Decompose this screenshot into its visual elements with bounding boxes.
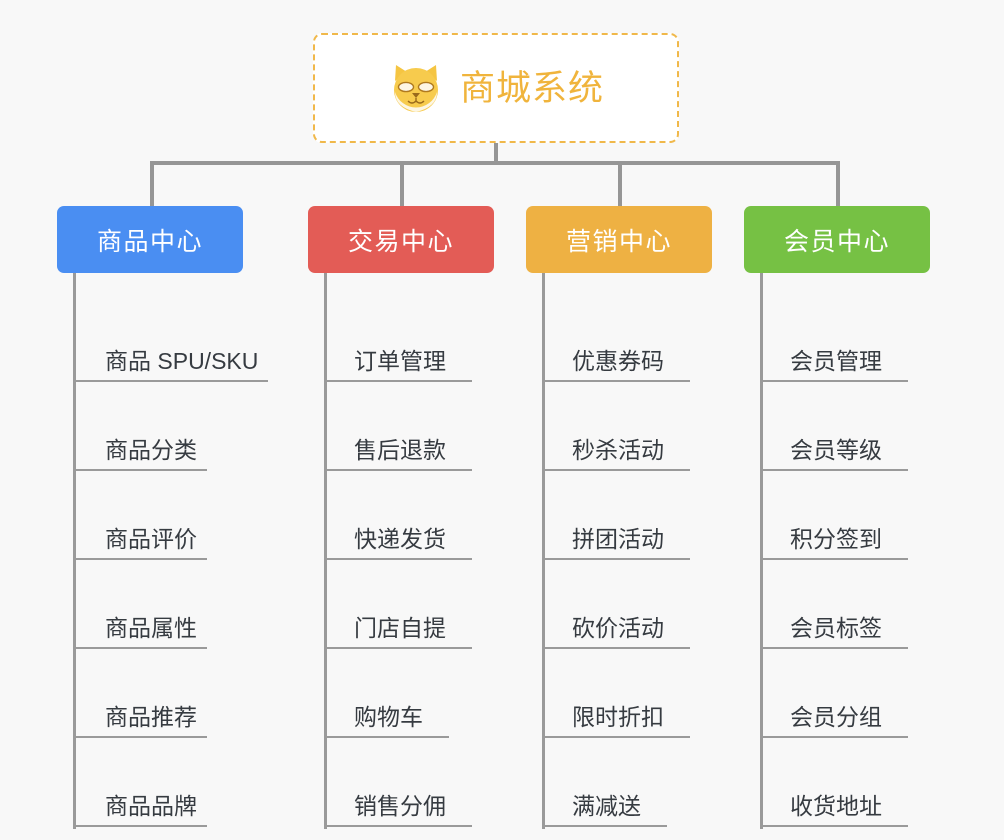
leaf-label: 商品推荐	[75, 704, 207, 738]
leaf-label: 会员标签	[762, 615, 908, 649]
list-item[interactable]: 快递发货	[326, 473, 526, 562]
list-item[interactable]: 商品分类	[75, 384, 307, 473]
leaf-label: 门店自提	[326, 615, 472, 649]
list-item[interactable]: 会员管理	[762, 295, 962, 384]
list-item[interactable]: 售后退款	[326, 384, 526, 473]
leaf-label: 快递发货	[326, 526, 472, 560]
leaf-label: 积分签到	[762, 526, 908, 560]
leaf-label: 优惠券码	[544, 348, 690, 382]
leaf-label: 商品 SPU/SKU	[75, 348, 269, 382]
category-label: 商品中心	[96, 227, 203, 256]
category-header-marketing-center[interactable]: 营销中心	[526, 206, 712, 273]
leaf-label: 商品品牌	[75, 793, 207, 827]
leaf-list-trade-center: 订单管理 售后退款 快递发货 门店自提 购物车 销售分佣	[308, 273, 526, 829]
leaf-label: 会员等级	[762, 437, 908, 471]
leaf-label: 拼团活动	[544, 526, 690, 560]
list-item[interactable]: 砍价活动	[544, 562, 744, 651]
connector-drop-marketing-center	[618, 161, 622, 206]
leaf-label: 秒杀活动	[544, 437, 690, 471]
branch-product-center: 商品中心 商品 SPU/SKU 商品分类 商品评价 商品属性 商品推荐 商品品牌	[57, 206, 307, 829]
leaf-label: 砍价活动	[544, 615, 690, 649]
list-item[interactable]: 销售分佣	[326, 740, 526, 829]
list-item[interactable]: 拼团活动	[544, 473, 744, 562]
leaf-label: 订单管理	[326, 348, 472, 382]
leaf-rail	[73, 273, 76, 829]
leaf-label: 会员管理	[762, 348, 908, 382]
list-item[interactable]: 商品评价	[75, 473, 307, 562]
leaf-label: 商品评价	[75, 526, 207, 560]
category-label: 交易中心	[347, 227, 454, 256]
list-item[interactable]: 收货地址	[762, 740, 962, 829]
leaf-label: 商品属性	[75, 615, 207, 649]
leaf-rail	[760, 273, 763, 829]
leaf-rail	[542, 273, 545, 829]
connector-drop-product-center	[150, 161, 154, 206]
list-item[interactable]: 商品推荐	[75, 651, 307, 740]
list-item[interactable]: 会员等级	[762, 384, 962, 473]
list-item[interactable]: 会员标签	[762, 562, 962, 651]
category-header-member-center[interactable]: 会员中心	[744, 206, 930, 273]
leaf-label: 会员分组	[762, 704, 908, 738]
category-label: 会员中心	[783, 227, 890, 256]
leaf-label: 满减送	[544, 793, 667, 827]
connector-drop-member-center	[836, 161, 840, 206]
shiba-dog-icon	[388, 61, 444, 115]
category-header-trade-center[interactable]: 交易中心	[308, 206, 494, 273]
leaf-label: 商品分类	[75, 437, 207, 471]
list-item[interactable]: 购物车	[326, 651, 526, 740]
branch-member-center: 会员中心 会员管理 会员等级 积分签到 会员标签 会员分组 收货地址	[744, 206, 962, 829]
connector-horizontal-bar	[150, 161, 838, 165]
connector-drop-trade-center	[400, 161, 404, 206]
leaf-label: 购物车	[326, 704, 449, 738]
root-node-title: 商城系统	[459, 68, 604, 108]
list-item[interactable]: 商品品牌	[75, 740, 307, 829]
list-item[interactable]: 门店自提	[326, 562, 526, 651]
list-item[interactable]: 秒杀活动	[544, 384, 744, 473]
leaf-label: 售后退款	[326, 437, 472, 471]
leaf-list-member-center: 会员管理 会员等级 积分签到 会员标签 会员分组 收货地址	[744, 273, 962, 829]
list-item[interactable]: 限时折扣	[544, 651, 744, 740]
leaf-list-product-center: 商品 SPU/SKU 商品分类 商品评价 商品属性 商品推荐 商品品牌	[57, 273, 307, 829]
root-node-mall-system[interactable]: 商城系统	[313, 33, 679, 143]
list-item[interactable]: 商品属性	[75, 562, 307, 651]
list-item[interactable]: 会员分组	[762, 651, 962, 740]
list-item[interactable]: 满减送	[544, 740, 744, 829]
connector-root-stem	[494, 143, 498, 164]
branch-trade-center: 交易中心 订单管理 售后退款 快递发货 门店自提 购物车 销售分佣	[308, 206, 526, 829]
leaf-list-marketing-center: 优惠券码 秒杀活动 拼团活动 砍价活动 限时折扣 满减送	[526, 273, 744, 829]
leaf-rail	[324, 273, 327, 829]
branch-marketing-center: 营销中心 优惠券码 秒杀活动 拼团活动 砍价活动 限时折扣 满减送	[526, 206, 744, 829]
leaf-label: 限时折扣	[544, 704, 690, 738]
category-label: 营销中心	[565, 227, 672, 256]
category-header-product-center[interactable]: 商品中心	[57, 206, 243, 273]
leaf-label: 销售分佣	[326, 793, 472, 827]
leaf-label: 收货地址	[762, 793, 908, 827]
list-item[interactable]: 订单管理	[326, 295, 526, 384]
list-item[interactable]: 积分签到	[762, 473, 962, 562]
list-item[interactable]: 优惠券码	[544, 295, 744, 384]
list-item[interactable]: 商品 SPU/SKU	[75, 295, 307, 384]
